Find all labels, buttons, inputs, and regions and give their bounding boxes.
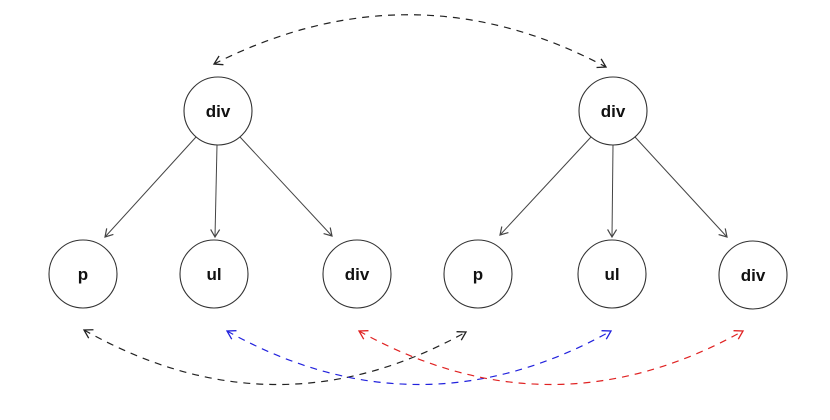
mapping-arc-root-div — [212, 14, 608, 69]
node-circle — [322, 239, 392, 309]
node-circle — [183, 76, 253, 146]
node-right-child-div: div — [718, 240, 788, 310]
node-label: div — [601, 102, 626, 121]
node-left-child-div: div — [322, 239, 392, 309]
node-label: div — [741, 266, 766, 285]
node-circle — [718, 240, 788, 310]
node-label: ul — [206, 265, 221, 284]
node-circle — [443, 239, 513, 309]
edge-left-root-to-p — [104, 136, 197, 238]
right-tree-nodes: div p ul div — [443, 76, 788, 310]
mapping-arc-p — [82, 329, 468, 386]
edge-left-root-to-ul — [210, 144, 221, 239]
mapping-arc-div — [357, 330, 745, 385]
left-tree-nodes: div p ul div — [48, 76, 392, 309]
node-circle — [578, 76, 648, 146]
mapping-arc-ul — [225, 330, 613, 385]
node-right-child-ul: ul — [577, 239, 647, 309]
child-mapping-arcs — [82, 329, 745, 386]
node-circle — [48, 239, 118, 309]
node-label: div — [345, 265, 370, 284]
node-left-child-ul: ul — [179, 239, 249, 309]
node-circle — [577, 239, 647, 309]
edge-left-root-to-div — [239, 136, 333, 237]
node-label: p — [78, 265, 88, 284]
node-circle — [179, 239, 249, 309]
right-tree-edges — [499, 136, 728, 239]
node-label: ul — [604, 265, 619, 284]
edge-right-root-to-ul — [607, 144, 618, 239]
node-right-child-p: p — [443, 239, 513, 309]
edge-right-root-to-div — [634, 136, 728, 238]
node-left-root-div: div — [183, 76, 253, 146]
node-right-root-div: div — [578, 76, 648, 146]
edge-right-root-to-p — [499, 136, 592, 236]
left-tree-edges — [104, 136, 333, 239]
node-left-child-p: p — [48, 239, 118, 309]
node-label: p — [473, 265, 483, 284]
node-label: div — [206, 102, 231, 121]
